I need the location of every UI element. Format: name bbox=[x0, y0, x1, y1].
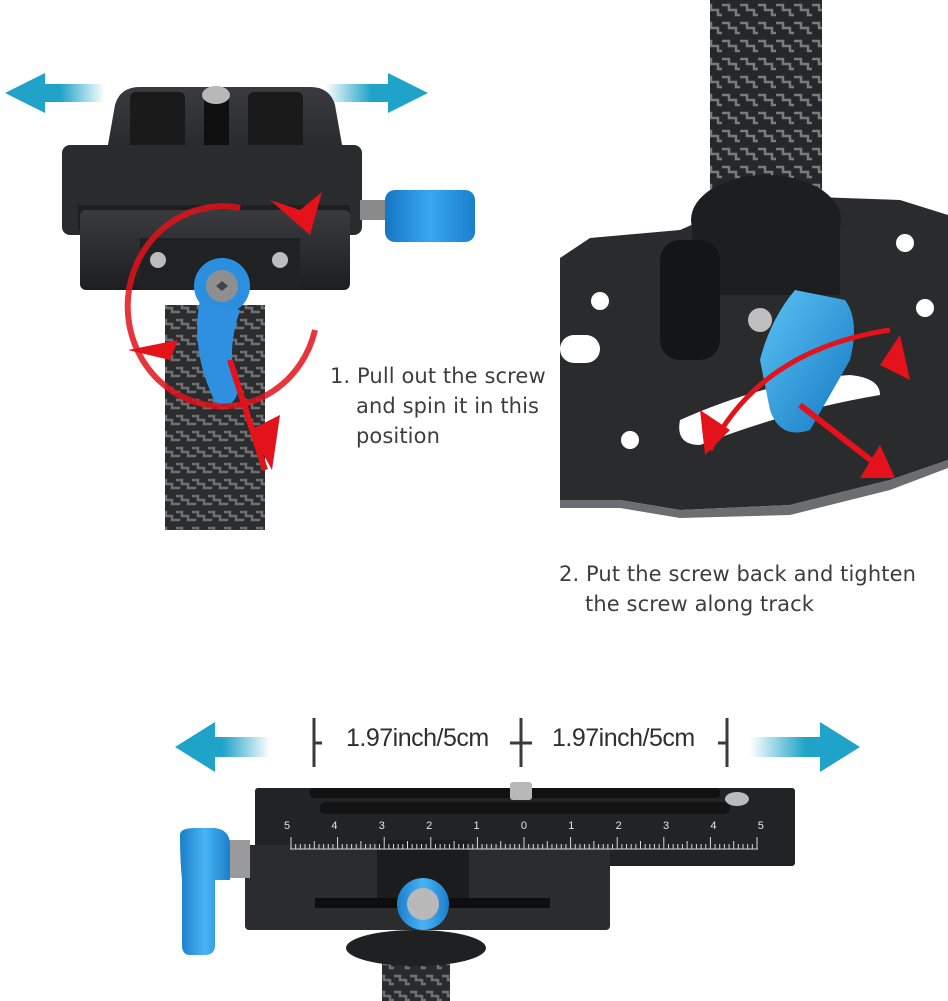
ruler-tick-label: 5 bbox=[757, 820, 764, 832]
ruler-tick-label: 3 bbox=[378, 820, 385, 832]
ruler-tick-label: 2 bbox=[615, 820, 622, 832]
ruler-tick-label: 1 bbox=[568, 820, 575, 832]
slide-right-arrow-icon bbox=[325, 73, 428, 113]
left-distance-label: 1.97inch/5cm bbox=[346, 724, 489, 752]
ruler-scale: 5 4 3 2 1 0 1 2 3 4 5 bbox=[284, 820, 764, 850]
ruler-labels: 5 4 3 2 1 0 1 2 3 4 5 bbox=[284, 820, 764, 832]
slide-left-arrow-icon bbox=[175, 722, 270, 772]
rotation-arrow-icon bbox=[700, 327, 910, 478]
ruler-tick-label: 3 bbox=[663, 820, 670, 832]
rotation-arrow-icon bbox=[124, 192, 322, 471]
right-distance-label: 1.97inch/5cm bbox=[552, 724, 695, 752]
step2-line-2: the screw along track bbox=[585, 592, 814, 616]
ruler-tick-label: 1 bbox=[473, 820, 480, 832]
ruler-tick-label: 0 bbox=[520, 820, 527, 832]
slide-right-arrow-icon bbox=[750, 722, 860, 772]
step1-line-1: 1. Pull out the screw bbox=[330, 364, 546, 388]
ruler-tick-label: 4 bbox=[710, 820, 717, 832]
ruler-tick-label: 4 bbox=[331, 820, 338, 832]
step1-line-2: and spin it in this bbox=[356, 394, 540, 418]
step2-caption: 2. Put the screw back and tighten the sc… bbox=[559, 559, 916, 619]
dimension-marker bbox=[312, 718, 729, 767]
ruler-tick-label: 5 bbox=[284, 820, 291, 832]
slide-left-arrow-icon bbox=[5, 73, 105, 113]
step2-product-photo bbox=[560, 0, 948, 520]
step2-line-1: 2. Put the screw back and tighten bbox=[559, 562, 917, 586]
measurement-row: 1.97inch/5cm 1.97inch/5cm bbox=[170, 710, 870, 790]
step1-product-photo bbox=[0, 60, 480, 530]
ruler-tick-label: 2 bbox=[426, 820, 433, 832]
step1-line-3: position bbox=[356, 424, 440, 448]
slider-plate-photo: 5 4 3 2 1 0 1 2 3 4 5 bbox=[170, 780, 810, 1001]
step1-caption: 1. Pull out the screw and spin it in thi… bbox=[330, 361, 546, 451]
